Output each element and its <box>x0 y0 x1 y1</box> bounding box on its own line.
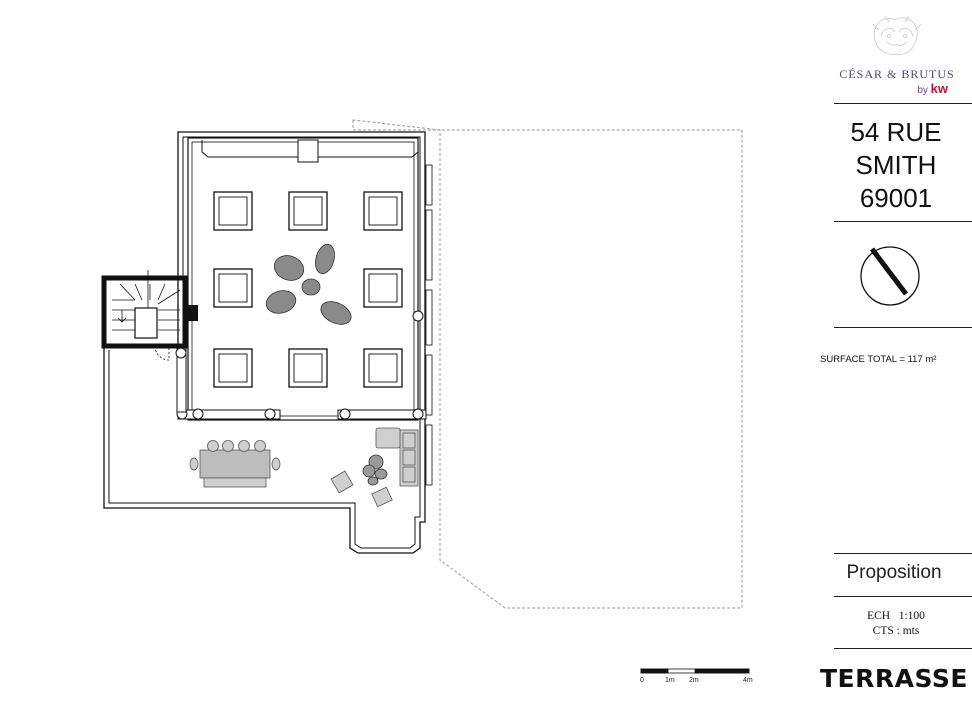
awning-center-box <box>297 139 319 163</box>
proposition-label: Proposition <box>846 562 942 583</box>
divider <box>834 103 972 104</box>
terrace-parapet-inner <box>108 136 421 549</box>
potted-plant <box>362 454 388 486</box>
pergola-frame <box>187 137 419 421</box>
lounge-armchairs <box>330 470 393 508</box>
terrace-parapet <box>103 131 426 554</box>
divider <box>834 648 972 649</box>
facade-windows <box>425 164 433 486</box>
scale-info: ECH 1:100 CTS : mts <box>834 609 958 639</box>
surface-total: SURFACE TOTAL = 117 m² <box>820 354 972 365</box>
address-line-1: 54 RUE <box>850 117 942 147</box>
ech-line: ECH 1:100 <box>834 609 958 624</box>
surface-label: SURFACE TOTAL <box>820 354 897 365</box>
brand-kw: kw <box>930 81 948 96</box>
staircase <box>101 270 198 361</box>
scale-tick-0: 0 <box>640 677 644 684</box>
brand-name: CÉSAR & BRUTUS <box>839 67 955 81</box>
divider <box>834 596 972 597</box>
cts-line: CTS : mts <box>872 625 920 637</box>
floor-plan <box>101 119 750 674</box>
bottom-partitions <box>176 310 427 420</box>
surface-value: 117 m² <box>907 354 937 365</box>
stepping-stones <box>265 243 352 325</box>
lounge-sofa <box>375 427 419 487</box>
left-posts <box>175 345 187 413</box>
scale-tick-4m: 4m <box>743 677 753 684</box>
divider <box>834 327 972 328</box>
planter-grid <box>213 191 403 388</box>
pergola-frame-inner <box>191 141 415 417</box>
divider <box>834 553 972 554</box>
scale-bar <box>640 668 750 674</box>
level-name: TERRASSE <box>820 664 968 693</box>
dining-table <box>189 440 281 488</box>
brand-logo: CÉSAR & BRUTUS by kw <box>832 10 962 96</box>
brand-by: by <box>917 85 928 96</box>
title-block: CÉSAR & BRUTUS by kw 54 RUE SMITH 69001 … <box>820 0 972 714</box>
lion-heads-logo-icon <box>872 15 922 55</box>
surface-equals: = <box>899 354 905 365</box>
address-line-3: 69001 <box>859 183 933 213</box>
address-block: 54 RUE SMITH 69001 <box>834 116 958 215</box>
scale-tick-2m: 2m <box>689 677 699 684</box>
adjacent-zone-outline <box>352 119 743 609</box>
address-line-2: SMITH <box>855 150 937 180</box>
ech-label: ECH <box>867 610 891 622</box>
brand-byline: by kw <box>832 81 962 96</box>
scale-tick-1m: 1m <box>665 677 675 684</box>
divider <box>834 221 972 222</box>
north-arrow-icon <box>860 246 920 306</box>
ech-value: 1:100 <box>898 610 925 622</box>
